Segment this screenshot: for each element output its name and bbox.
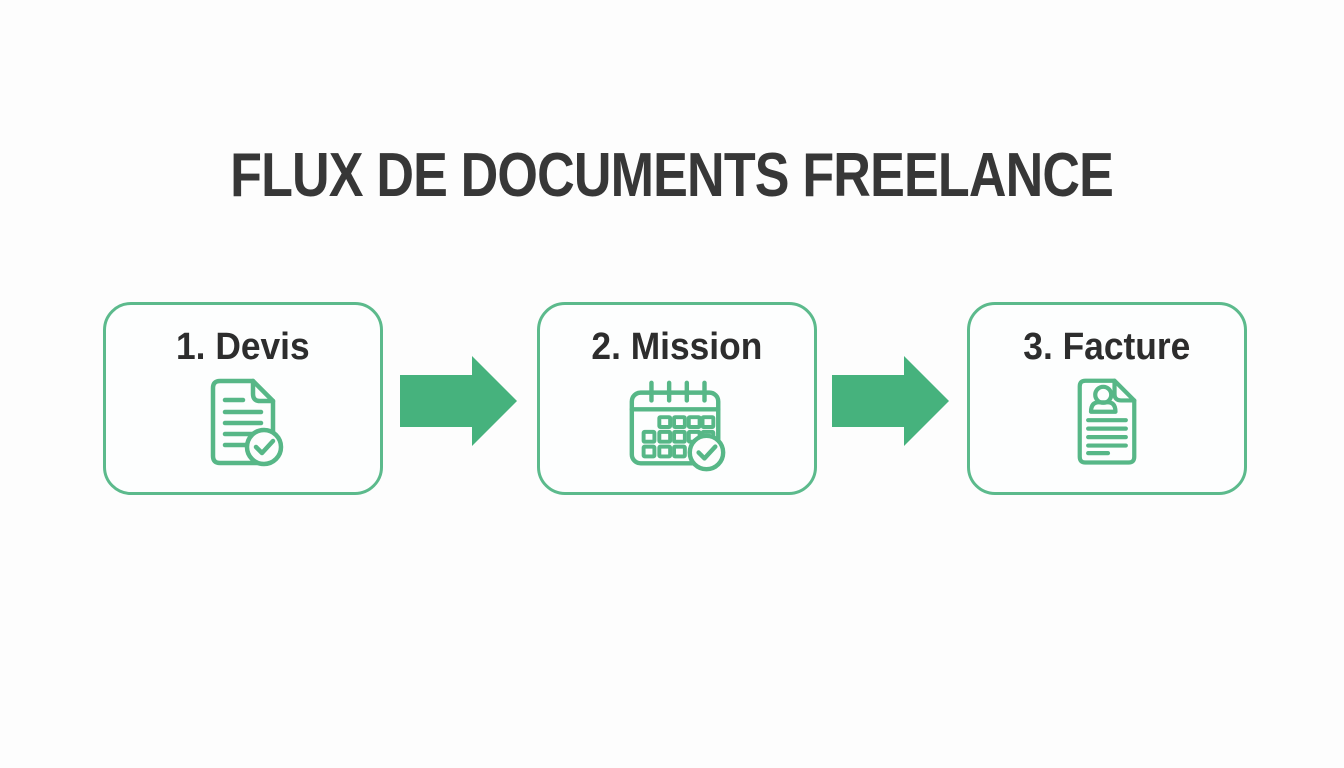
invoice-client-icon (1060, 375, 1154, 471)
right-arrow-icon (832, 355, 950, 447)
page-title-text: FLUX DE DOCUMENTS FREELANCE (230, 141, 1115, 210)
page-title: FLUX DE DOCUMENTS FREELANCE (0, 140, 1344, 211)
step-box-devis: 1. Devis (103, 302, 383, 495)
right-arrow-icon (400, 355, 518, 447)
document-check-icon (193, 375, 293, 475)
step-label-mission: 2. Mission (591, 326, 763, 368)
step-label-devis: 1. Devis (176, 326, 310, 368)
step-label-facture: 3. Facture (1023, 326, 1191, 368)
calendar-check-icon (622, 375, 732, 477)
step-box-mission: 2. Mission (537, 302, 817, 495)
step-box-facture: 3. Facture (967, 302, 1247, 495)
